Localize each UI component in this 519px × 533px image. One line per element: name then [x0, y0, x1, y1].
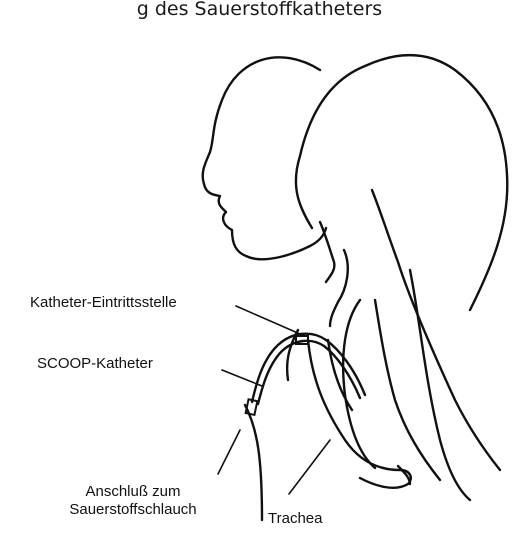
body-side-outline: [410, 270, 470, 500]
label-connection: Anschluß zum Sauerstoffschlauch: [40, 483, 226, 519]
label-trachea: Trachea: [268, 510, 322, 528]
trachea-outline: [308, 340, 411, 488]
leader-entry-site: [236, 306, 300, 334]
label-entry-site: Katheter-Eintrittsstelle: [30, 294, 177, 312]
leader-trachea: [289, 440, 330, 494]
front-neck-outline: [320, 222, 334, 282]
leader-catheter: [222, 370, 262, 386]
label-catheter: SCOOP-Katheter: [37, 355, 153, 373]
trachea-end-outline: [398, 466, 410, 484]
label-connection-line1: Anschluß zum: [40, 483, 226, 501]
forehead-nose-outline: [203, 57, 326, 259]
leader-connection: [218, 430, 240, 474]
label-connection-line2: Sauerstoffschlauch: [40, 501, 226, 519]
